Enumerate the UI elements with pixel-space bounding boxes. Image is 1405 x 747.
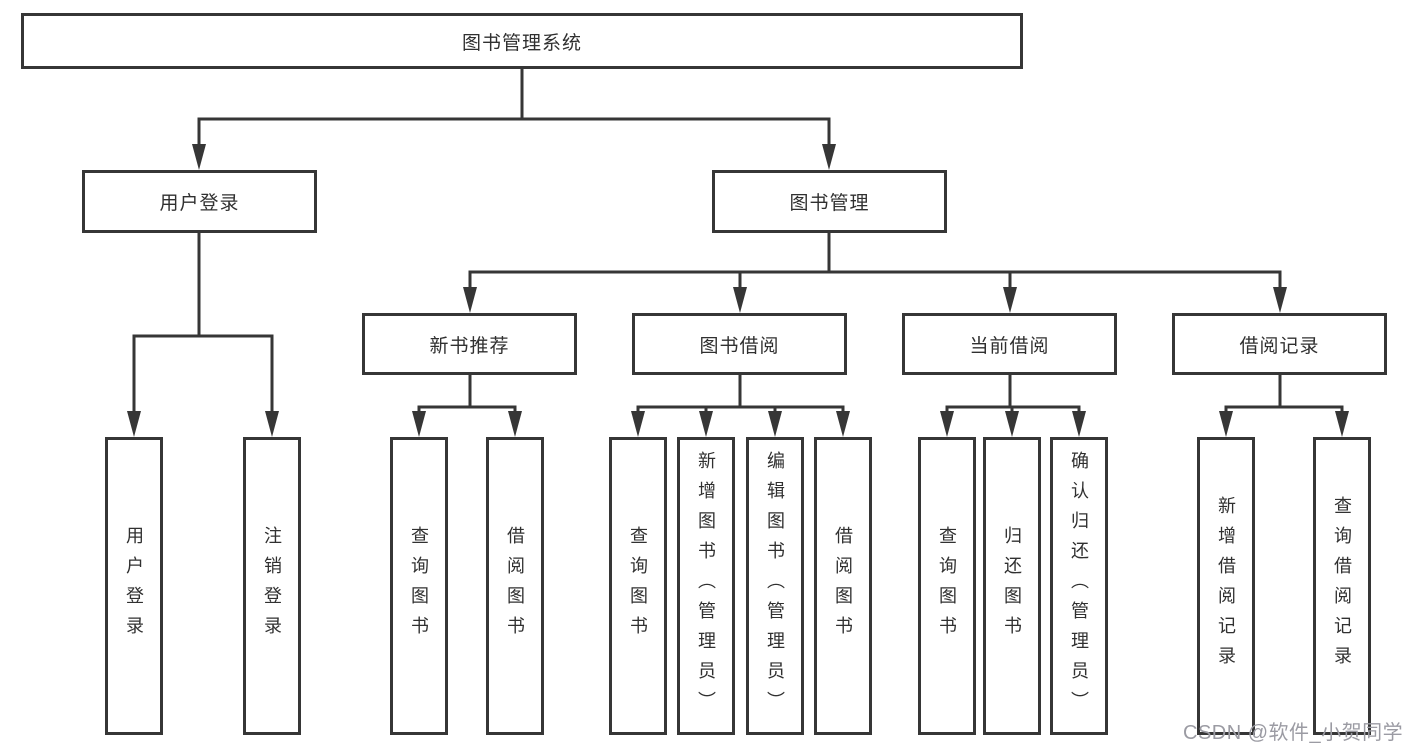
node-label: 借阅记录 <box>1239 335 1320 357</box>
node-library-system: 图书管理系统 <box>21 13 1023 69</box>
node-add-borrow-record: 新增借阅记录 <box>1197 437 1255 735</box>
node-label: 借阅图书 <box>505 526 525 646</box>
node-borrow-books-recommend: 借阅图书 <box>486 437 544 735</box>
node-logout: 注销登录 <box>243 437 301 735</box>
node-edit-book-admin: 编辑图书（管理员） <box>746 437 804 735</box>
node-label: 图书管理 <box>789 193 870 214</box>
node-book-borrow: 图书借阅 <box>632 313 847 375</box>
node-label: 查询借阅记录 <box>1332 496 1352 676</box>
node-label: 借阅图书 <box>833 526 853 646</box>
node-query-books-current: 查询图书 <box>918 437 976 735</box>
node-label: 查询图书 <box>628 526 648 646</box>
node-label: 当前借阅 <box>969 335 1050 357</box>
node-label: 查询图书 <box>409 526 429 646</box>
node-query-books-borrow: 查询图书 <box>609 437 667 735</box>
node-return-books: 归还图书 <box>983 437 1041 735</box>
node-label: 用户登录 <box>159 193 240 214</box>
node-label: 查询图书 <box>937 526 957 646</box>
node-label: 确认归还（管理员） <box>1069 451 1089 721</box>
node-label: 用户登录 <box>124 526 144 646</box>
node-new-book-recommend: 新书推荐 <box>362 313 577 375</box>
node-label: 图书借阅 <box>699 335 780 357</box>
node-label: 编辑图书（管理员） <box>765 451 785 721</box>
node-query-borrow-record: 查询借阅记录 <box>1313 437 1371 735</box>
node-label: 新增图书（管理员） <box>696 451 716 721</box>
node-borrow-records: 借阅记录 <box>1172 313 1387 375</box>
node-book-management: 图书管理 <box>712 170 947 233</box>
node-label: 新书推荐 <box>429 335 510 357</box>
node-current-borrow: 当前借阅 <box>902 313 1117 375</box>
node-label: 归还图书 <box>1002 526 1022 646</box>
node-label: 注销登录 <box>262 526 282 646</box>
node-add-book-admin: 新增图书（管理员） <box>677 437 735 735</box>
node-user-login-action: 用户登录 <box>105 437 163 735</box>
node-label: 图书管理系统 <box>461 32 582 54</box>
node-query-books-recommend: 查询图书 <box>390 437 448 735</box>
node-user-login: 用户登录 <box>82 170 317 233</box>
node-confirm-return-admin: 确认归还（管理员） <box>1050 437 1108 735</box>
node-borrow-books: 借阅图书 <box>814 437 872 735</box>
watermark: CSDN @软件_小贺同学 <box>1183 722 1404 744</box>
node-label: 新增借阅记录 <box>1216 496 1236 676</box>
